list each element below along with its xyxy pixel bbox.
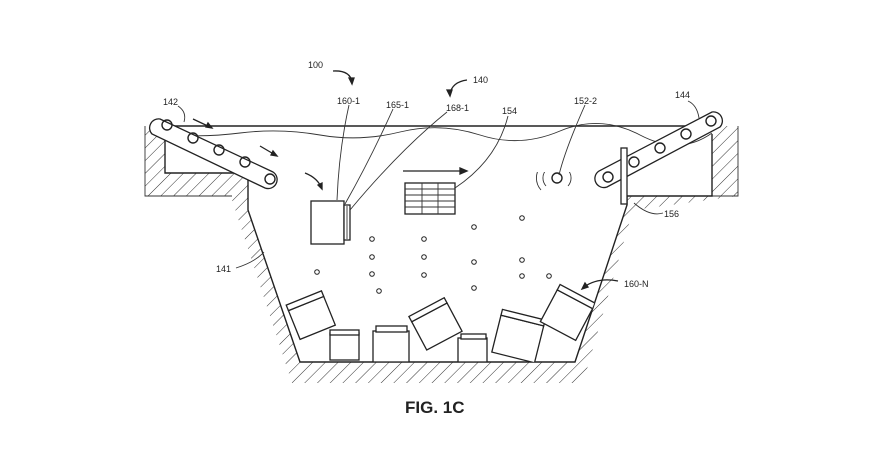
bubble [519, 215, 525, 221]
label-140: 140 [473, 75, 488, 85]
flow-arrows [192, 70, 619, 291]
bubble [376, 288, 382, 294]
bubbles [314, 215, 552, 294]
bubble [369, 236, 375, 242]
bubble [519, 257, 525, 263]
barrier [620, 147, 628, 205]
bubble [369, 271, 375, 277]
bubble [314, 269, 320, 275]
bubble [519, 273, 525, 279]
bubble [421, 254, 427, 260]
label-165-1: 165-1 [386, 100, 409, 110]
reference-labels: 100 140 142 144 160-1 165-1 168-1 154 15… [163, 60, 690, 289]
unit-160-1 [310, 200, 351, 245]
label-160-1: 160-1 [337, 96, 360, 106]
label-144: 144 [675, 90, 690, 100]
label-100: 100 [308, 60, 323, 70]
label-168-1: 168-1 [446, 103, 469, 113]
bubble [471, 259, 477, 265]
label-152-2: 152-2 [574, 96, 597, 106]
bubble [471, 224, 477, 230]
settled-units [285, 283, 597, 362]
bubble [421, 272, 427, 278]
conveyor-left [148, 118, 278, 190]
label-141: 141 [216, 264, 231, 274]
leader-lines [177, 100, 700, 269]
label-156: 156 [664, 209, 679, 219]
label-154: 154 [502, 106, 517, 116]
bubble [471, 285, 477, 291]
bubble [421, 236, 427, 242]
label-160-n: 160-N [624, 279, 649, 289]
grid-154 [404, 182, 456, 215]
label-142: 142 [163, 97, 178, 107]
bubble [369, 254, 375, 260]
bubble [546, 273, 552, 279]
sensor-152-2 [535, 172, 572, 191]
figure-caption: FIG. 1C [405, 398, 465, 417]
